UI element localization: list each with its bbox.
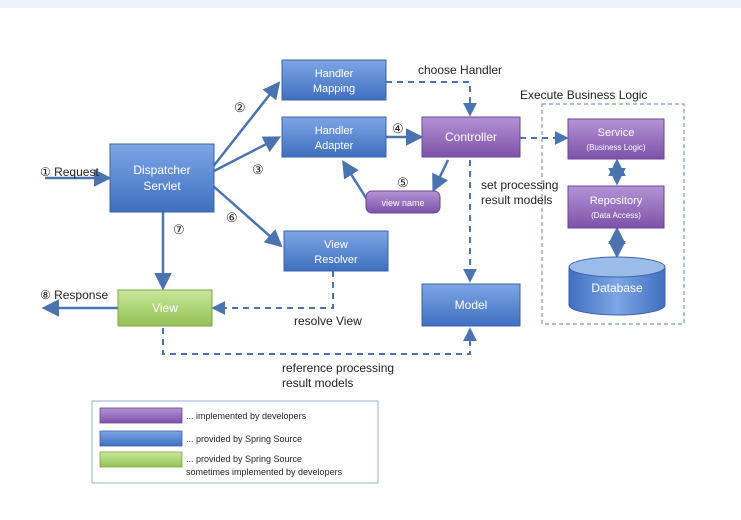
service-sub: (Business Logic)	[586, 143, 645, 152]
step-7-label: ⑦	[173, 222, 185, 237]
legend-item-developers: ... implemented by developers	[99, 407, 307, 424]
step-5-label: ⑤	[397, 175, 409, 190]
handler-mapping-box: Handler Mapping	[281, 59, 387, 101]
handler-mapping-line1: Handler	[315, 68, 354, 80]
legend-item-spring: ... provided by Spring Source	[99, 430, 302, 447]
controller-box: Controller	[421, 116, 521, 158]
dashed-reference-model	[162, 327, 477, 355]
dispatcher-line1: Dispatcher	[133, 163, 190, 177]
view-resolver-box: View Resolver	[283, 230, 389, 272]
step-3-label: ③	[252, 162, 264, 177]
view-box: View	[117, 289, 213, 327]
legend-item-spring-or-developers: ... provided by Spring Source sometimes …	[99, 451, 343, 477]
model-box: Model	[421, 283, 521, 327]
dispatcher-servlet-box: Dispatcher Servlet	[109, 143, 215, 213]
handler-adapter-line1: Handler	[315, 125, 354, 137]
connectors	[41, 81, 626, 355]
legend-text-1: ... implemented by developers	[186, 411, 307, 421]
step-2-label: ②	[234, 100, 246, 115]
view-name-label: view name	[381, 198, 424, 208]
handler-mapping-line2: Mapping	[313, 83, 355, 95]
arrow-controller-to-viewname	[432, 159, 450, 193]
handler-adapter-box: Handler Adapter	[281, 116, 387, 158]
handler-adapter-line2: Adapter	[315, 140, 354, 152]
set-processing-line2: result models	[481, 193, 552, 207]
legend-text-2: ... provided by Spring Source	[186, 434, 302, 444]
service-title: Service	[598, 127, 635, 139]
model-label: Model	[455, 298, 488, 312]
reference-line2: result models	[282, 376, 353, 390]
repository-title: Repository	[590, 195, 643, 207]
controller-label: Controller	[445, 130, 497, 144]
repository-sub: (Data Access)	[591, 211, 641, 220]
arrow-to-view-resolver	[211, 184, 283, 248]
view-label: View	[152, 301, 178, 315]
resolve-view-label: resolve View	[294, 314, 362, 328]
view-resolver-line2: Resolver	[314, 254, 358, 266]
step-4-label: ④	[392, 121, 404, 136]
dashed-resolve-view	[211, 271, 334, 315]
arrow-viewname-to-adapter	[342, 160, 370, 202]
legend-text-3: ... provided by Spring Source	[186, 454, 302, 464]
business-logic-container	[541, 103, 685, 325]
choose-handler-label: choose Handler	[418, 63, 502, 77]
reference-line1: reference processing	[282, 361, 394, 375]
step-6-label: ⑥	[226, 210, 238, 225]
dispatcher-line2: Servlet	[143, 179, 181, 193]
legend: ... implemented by developers ... provid…	[91, 400, 379, 484]
repository-box: Repository (Data Access)	[567, 185, 665, 229]
legend-text-3b: sometimes implemented by developers	[186, 467, 343, 477]
database-label: Database	[591, 281, 643, 295]
arrow-to-handler-mapping	[211, 81, 281, 169]
database-cylinder: Database	[568, 256, 666, 316]
response-label: ⑧ Response	[40, 288, 108, 302]
diagram-labels: ① Request ⑧ Response ② ③ ④ ⑤ ⑥ ⑦ choose …	[40, 63, 647, 390]
request-label: ① Request	[40, 165, 99, 179]
legend-swatch-green	[99, 451, 183, 468]
legend-swatch-purple	[99, 407, 183, 424]
view-resolver-line1: View	[324, 239, 348, 251]
arrow-to-handler-adapter	[211, 136, 282, 174]
legend-swatch-blue	[99, 430, 183, 447]
top-band	[0, 0, 741, 8]
set-processing-line1: set processing	[481, 178, 558, 192]
service-box: Service (Business Logic)	[567, 118, 665, 160]
execute-business-logic-label: Execute Business Logic	[520, 88, 647, 102]
dashed-choose-handler	[386, 81, 477, 117]
view-name-box: view name	[365, 190, 441, 214]
